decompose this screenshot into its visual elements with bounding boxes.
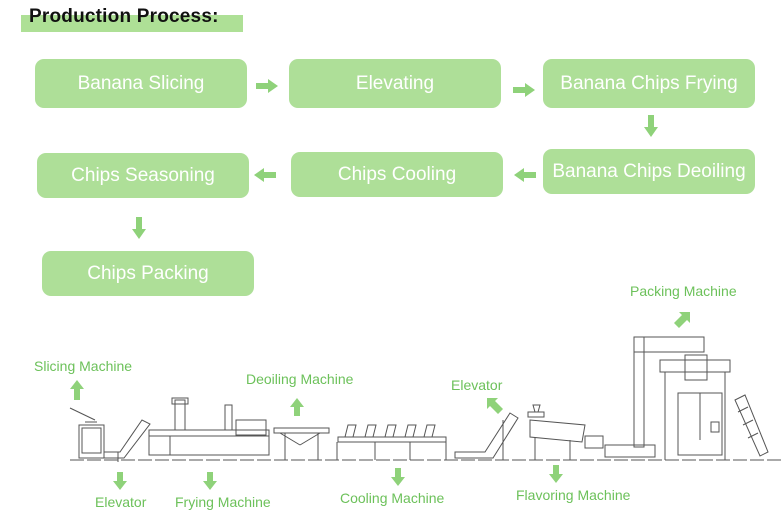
arrow-down-icon xyxy=(549,465,563,483)
machine-label-frying: Frying Machine xyxy=(175,494,271,510)
step-label: Banana Slicing xyxy=(77,72,205,94)
arrow-up-right-icon xyxy=(674,312,690,328)
step-label: Chips Cooling xyxy=(337,163,457,185)
flavoring-machine-drawing xyxy=(527,404,604,460)
arrow-left-icon xyxy=(254,168,276,182)
machine-label-elevator-2: Elevator xyxy=(451,377,503,393)
step-chips-seasoning: Chips Seasoning xyxy=(37,153,249,198)
step-label: Elevating xyxy=(355,72,435,94)
cooling-machine-drawing xyxy=(336,424,447,460)
elevator-2-drawing xyxy=(454,412,519,460)
step-banana-chips-deoiling: Banana Chips Deoiling xyxy=(543,149,755,194)
slicing-machine-drawing xyxy=(69,407,105,459)
title-highlight xyxy=(21,15,243,32)
step-label: Chips Packing xyxy=(87,262,209,284)
step-banana-slicing: Banana Slicing xyxy=(35,59,247,108)
arrow-down-icon xyxy=(391,468,405,486)
step-banana-chips-frying: Banana Chips Frying xyxy=(543,59,755,108)
step-elevating: Elevating xyxy=(289,59,501,108)
machine-label-slicing: Slicing Machine xyxy=(34,358,133,374)
step-label: Banana Chips Deoiling xyxy=(552,160,746,182)
arrow-down-icon xyxy=(644,115,658,137)
page-title: Production Process: xyxy=(29,6,219,27)
packing-machine-drawing xyxy=(604,336,769,460)
arrow-down-icon xyxy=(113,472,127,490)
machine-label-packing: Packing Machine xyxy=(630,283,737,299)
machine-label-deoiling: Deoiling Machine xyxy=(246,371,354,387)
arrow-up-icon xyxy=(70,380,84,400)
arrow-up-left-icon xyxy=(487,398,503,414)
elevator-drawing xyxy=(103,419,151,462)
step-label: Banana Chips Frying xyxy=(560,72,738,94)
step-label: Chips Seasoning xyxy=(71,164,215,186)
arrow-down-icon xyxy=(132,217,146,239)
arrow-down-icon xyxy=(203,472,217,490)
step-chips-cooling: Chips Cooling xyxy=(291,152,503,197)
arrow-up-icon xyxy=(290,398,304,416)
machine-label-flavoring: Flavoring Machine xyxy=(516,487,631,503)
machine-label-cooling: Cooling Machine xyxy=(340,490,445,506)
arrow-right-icon xyxy=(256,79,278,93)
arrow-left-icon xyxy=(514,168,536,182)
step-chips-packing: Chips Packing xyxy=(42,251,254,296)
machine-label-elevator: Elevator xyxy=(95,494,147,510)
arrow-right-icon xyxy=(513,83,535,97)
frying-machine-drawing xyxy=(148,397,270,456)
deoiling-machine-drawing xyxy=(273,427,330,460)
